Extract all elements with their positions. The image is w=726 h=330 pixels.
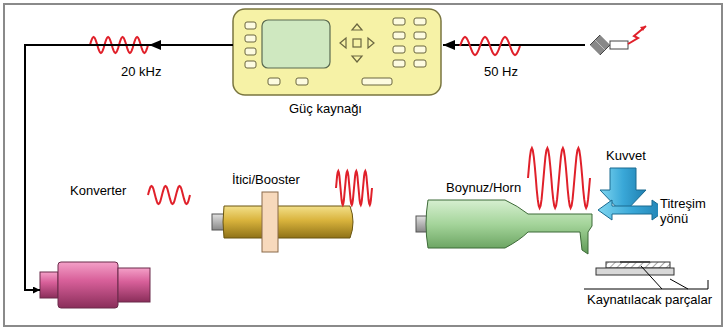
part-label: Boynuz/Horn [446,180,521,195]
converter: Konverter [40,183,150,308]
booster: İtici/Booster [212,172,352,252]
signal-wave [460,37,520,55]
part-label: Konverter [70,183,126,198]
vibration-label: Titreşim yönü [658,196,718,226]
frequency-label: 20 kHz [119,64,163,79]
direction-arrow [149,40,161,50]
signal-cable [25,45,233,290]
horn: Boynuz/Horn [416,180,592,254]
frequency-label: 50 Hz [482,64,520,79]
power-supply: Güç kaynağı [233,9,441,95]
signal-wave [336,171,372,205]
part-callout: Kaynatılacak parçalar [585,292,714,307]
signal-wave [528,148,590,208]
signal-wave [148,186,190,204]
part-label: Güç kaynağı [289,101,362,116]
force-label: Kuvvet [604,148,648,163]
part-label: İtici/Booster [232,172,300,187]
